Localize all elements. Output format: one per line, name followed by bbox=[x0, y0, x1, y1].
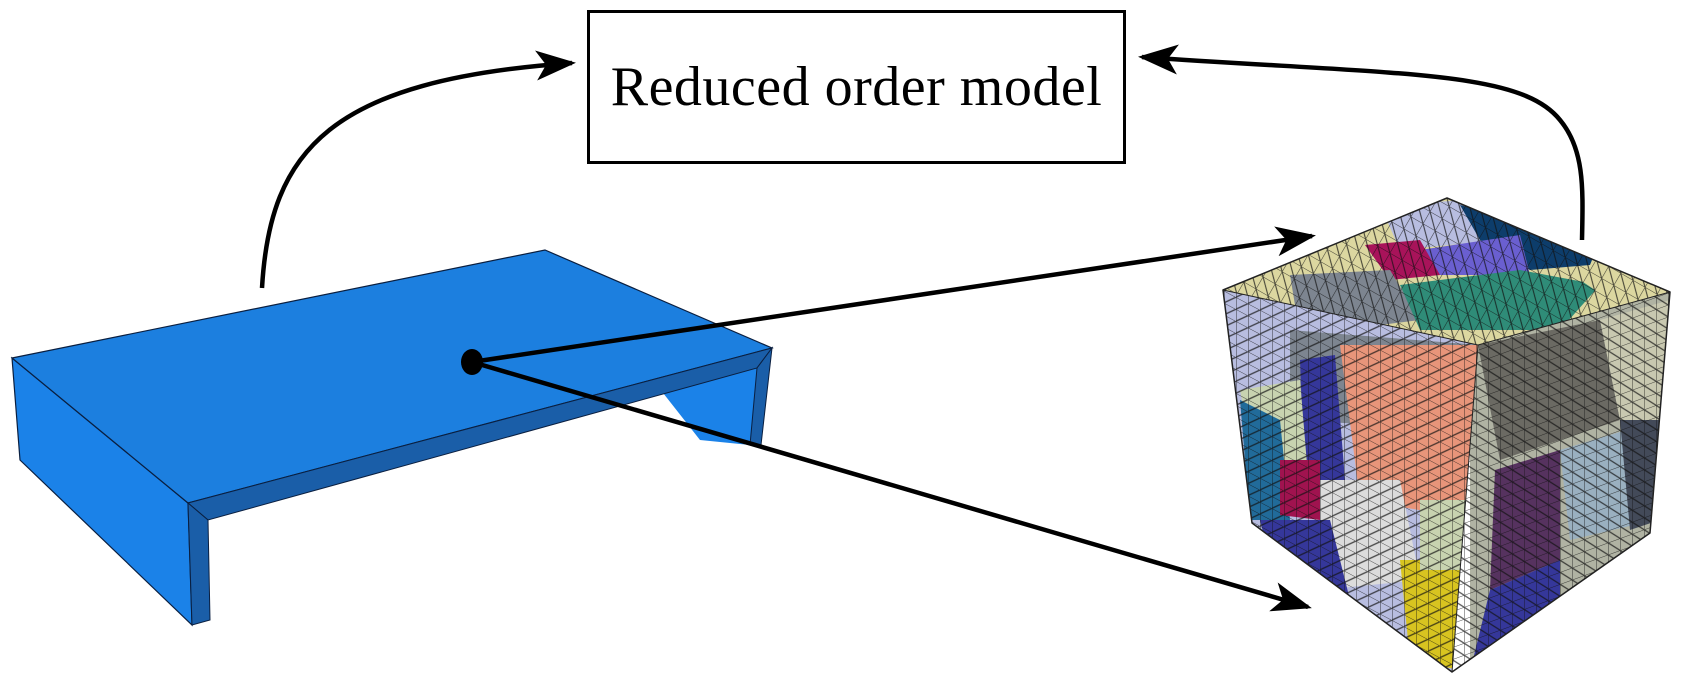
c-channel-beam bbox=[10, 249, 774, 627]
reduced-order-model-box: Reduced order model bbox=[587, 10, 1126, 164]
reduced-order-model-label: Reduced order model bbox=[610, 56, 1103, 118]
beam-front-leg bbox=[187, 501, 211, 626]
arrow-rve-to-rom bbox=[1138, 44, 1585, 241]
arrows bbox=[259, 44, 1585, 612]
rve-mesh-cube bbox=[1222, 197, 1671, 673]
arrow-point-to-rve-bottom bbox=[471, 359, 1312, 612]
arrow-point-to-rve-top bbox=[471, 226, 1316, 365]
material-point-dot bbox=[461, 349, 483, 375]
rve-vertical-edge bbox=[1451, 344, 1479, 673]
arrow-beam-to-rom bbox=[259, 50, 576, 289]
